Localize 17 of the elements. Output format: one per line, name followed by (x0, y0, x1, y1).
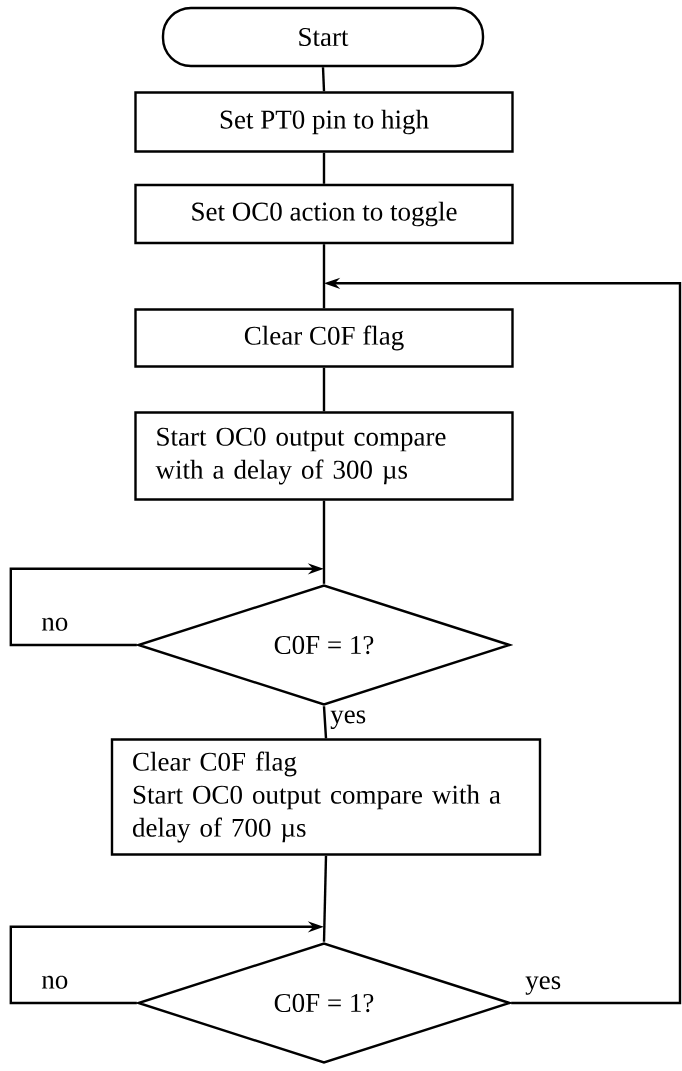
connector-line (322, 152, 326, 184)
edge-label: no (41, 617, 68, 631)
process-box: Set OC0 action to toggle (134, 183, 514, 245)
connector-line (322, 500, 326, 584)
process-box: Clear C0F flag Start OC0 output compare with a delay of 700 µs (110, 738, 542, 856)
edge-label: yes (330, 710, 366, 729)
edge-label: no (41, 975, 68, 989)
process-box: Clear C0F flag (134, 308, 514, 368)
connector-line (322, 244, 326, 309)
process-box: Start OC0 output compare with a delay of 300 µs (134, 411, 514, 501)
process-box: Set PT0 pin to high (134, 91, 514, 153)
terminal-box: Start (161, 6, 485, 68)
connector-line (322, 367, 326, 412)
connector-line (322, 855, 328, 942)
edge-label: yes (525, 976, 561, 995)
connector-line (321, 67, 326, 92)
connector-line (322, 706, 328, 739)
